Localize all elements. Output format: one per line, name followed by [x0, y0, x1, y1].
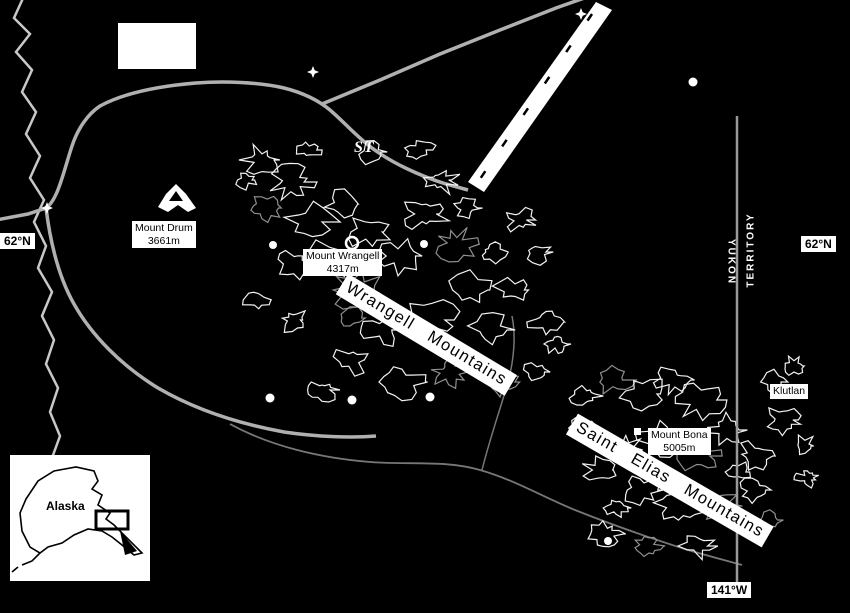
- territory-label: TERRITORY: [745, 212, 757, 288]
- glacier-outline: [277, 249, 318, 281]
- peak-elevation: 5005m: [663, 441, 696, 454]
- glacier-outline: [568, 384, 604, 406]
- aleutian-islands: [11, 552, 41, 573]
- glacier-outline: [581, 454, 617, 481]
- glacier-outline: [377, 237, 423, 278]
- road-northeast: [321, 0, 584, 106]
- glacier-outline: [490, 276, 530, 301]
- glacier-outline: [282, 200, 342, 238]
- glacier-outline: [676, 535, 719, 562]
- mount-wrangell-label: Mount Wrangell 4317m: [303, 249, 383, 277]
- yukon-label: YUKON: [725, 238, 737, 286]
- st-annotation: ST: [354, 139, 375, 156]
- river-branch: [481, 315, 515, 471]
- glacier-outline: [238, 142, 281, 175]
- glacier-outline: [358, 139, 388, 166]
- glacier-outline: [235, 172, 258, 191]
- settlement-dot-icon: [425, 392, 435, 402]
- glacier-outline: [241, 291, 272, 310]
- mount-bona-label: Mount Bona 5005m: [648, 428, 711, 456]
- glacier-outline: [481, 241, 509, 265]
- star-icon: [575, 8, 587, 20]
- alaska-label: Alaska: [46, 499, 85, 513]
- glacier-outline: [724, 461, 752, 479]
- glacier-outline: [784, 354, 806, 377]
- glacier-outline: [448, 269, 493, 304]
- settlement-dot-icon: [420, 240, 428, 248]
- glacier-outline: [378, 366, 428, 402]
- glacier-outline: [739, 477, 774, 505]
- glacier-outline: [652, 366, 695, 397]
- mount-drum-label: Mount Drum 3661m: [132, 221, 196, 249]
- glacier-outline: [332, 348, 369, 377]
- peak-square-icon: [634, 428, 641, 435]
- glacier-outline: [526, 310, 567, 336]
- glacier-outline: [435, 226, 480, 263]
- glacier-field: [235, 139, 819, 562]
- inset-canvas: [11, 466, 144, 573]
- glacier-outline: [347, 217, 392, 248]
- road-lower-loop: [44, 207, 377, 439]
- peak-elevation: 3661m: [147, 234, 180, 247]
- latitude-label-left: 62°N: [0, 233, 35, 250]
- glacier-outline: [705, 410, 748, 447]
- river-left: [12, 0, 62, 473]
- glacier-outline: [403, 140, 437, 160]
- volcano-crater-icon: [169, 191, 183, 201]
- glacier-outline: [522, 362, 551, 382]
- latitude-label-right: 62°N: [801, 236, 836, 253]
- glacier-outline: [306, 381, 341, 403]
- glacier-outline: [452, 196, 483, 220]
- star-icon: [307, 66, 319, 78]
- longitude-label: 141°W: [707, 582, 752, 599]
- star-icon: [41, 202, 53, 214]
- glacier-outline: [280, 309, 307, 334]
- crater-circle-icon: [344, 235, 360, 251]
- glacier-outline: [526, 245, 554, 266]
- glacier-outline: [599, 364, 638, 396]
- glacier-outline: [250, 195, 283, 224]
- glacier-outline: [269, 162, 318, 202]
- peak-name: Mount Drum: [135, 222, 193, 234]
- glacier-outline: [674, 382, 728, 422]
- glacier-outline: [797, 433, 815, 456]
- glacier-outline: [618, 378, 663, 412]
- glacier-outline: [542, 335, 572, 355]
- glacier-outline: [505, 206, 538, 233]
- alaska-outline: [19, 466, 144, 556]
- glacier-outline: [466, 311, 516, 346]
- glacier-outline: [322, 188, 360, 219]
- glacier-outline: [633, 535, 666, 558]
- settlement-dot-icon: [347, 395, 357, 405]
- glacier-outline: [766, 406, 803, 437]
- klutlan-label: Klutlan: [770, 384, 809, 399]
- peak-name: Mount Wrangell: [306, 250, 380, 262]
- study-area-arrow-icon: [120, 531, 137, 555]
- glacier-outline: [793, 470, 819, 489]
- settlement-dot-icon: [688, 77, 698, 87]
- glacier-outline: [602, 499, 632, 519]
- glacier-outline: [587, 519, 626, 548]
- glacier-outline: [739, 440, 777, 472]
- glacier-outline: [295, 141, 323, 157]
- peak-name: Mount Bona: [651, 429, 708, 441]
- legend-box: [118, 23, 196, 69]
- highway-band: [468, 2, 612, 192]
- glacier-outline: [340, 306, 368, 327]
- settlement-dot-icon: [604, 537, 612, 545]
- settlement-dot-icon: [269, 241, 277, 249]
- glacier-outline: [755, 509, 784, 530]
- glacier-outline: [403, 201, 452, 231]
- peak-elevation: 4317m: [326, 262, 359, 275]
- settlement-dot-icon: [265, 393, 275, 403]
- road-upper-loop: [0, 80, 469, 222]
- alaska-inset: Alaska: [10, 455, 150, 581]
- glacier-outline: [422, 169, 461, 197]
- study-area-rect: [94, 509, 130, 531]
